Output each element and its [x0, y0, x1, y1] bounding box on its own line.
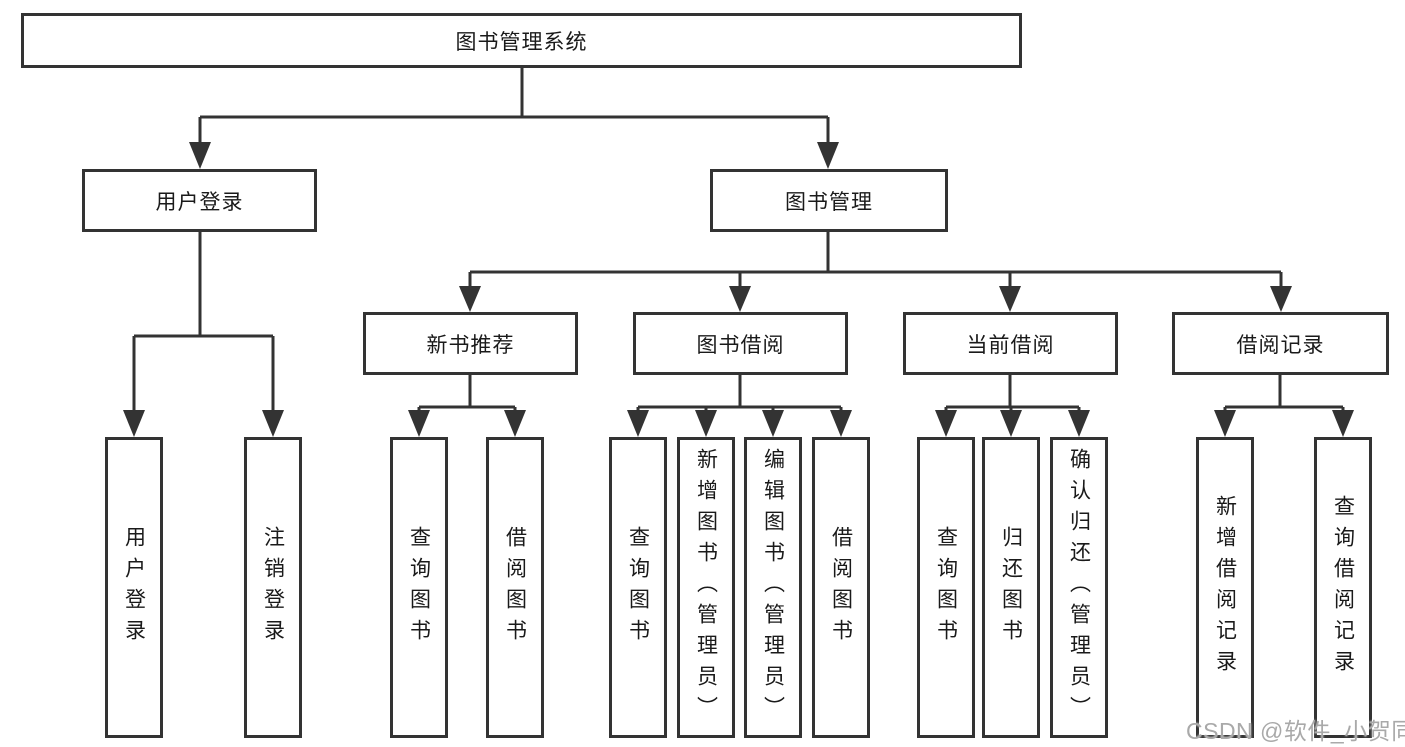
leaf-return-books: 归还图书 [982, 437, 1040, 738]
leaf-label: 查询图书 [407, 525, 431, 650]
leaf-query-borrow-record: 查询借阅记录 [1314, 437, 1372, 738]
node-user-login: 用户登录 [82, 169, 317, 232]
node-book-management: 图书管理 [710, 169, 948, 232]
node-library-management-system: 图书管理系统 [21, 13, 1022, 68]
root-label: 图书管理系统 [455, 30, 588, 54]
leaf-add-books-admin: 新增图书（管理员） [677, 437, 735, 738]
node-label: 当前借阅 [966, 333, 1055, 357]
leaf-user-login: 用户登录 [105, 437, 163, 738]
arrowhead-group [123, 142, 1354, 437]
leaf-label: 新增图书（管理员） [694, 448, 718, 727]
leaf-query-books-recommend: 查询图书 [390, 437, 448, 738]
node-new-book-recommendation: 新书推荐 [363, 312, 578, 375]
leaf-label: 借阅图书 [829, 525, 853, 650]
leaf-query-books-borrowing: 查询图书 [609, 437, 667, 738]
leaf-label: 用户登录 [122, 525, 146, 650]
node-label: 新书推荐 [426, 333, 515, 357]
node-label: 图书管理 [785, 190, 873, 214]
node-book-borrowing: 图书借阅 [633, 312, 848, 375]
leaf-edit-books-admin: 编辑图书（管理员） [744, 437, 802, 738]
leaf-label: 新增借阅记录 [1213, 494, 1237, 681]
leaf-label: 注销登录 [261, 525, 285, 650]
node-label: 图书借阅 [696, 333, 785, 357]
node-borrowing-records: 借阅记录 [1172, 312, 1389, 375]
leaf-label: 归还图书 [999, 525, 1023, 650]
leaf-label: 查询借阅记录 [1331, 494, 1355, 681]
leaf-logout: 注销登录 [244, 437, 302, 738]
leaf-label: 借阅图书 [503, 525, 527, 650]
leaf-label: 查询图书 [626, 525, 650, 650]
leaf-label: 编辑图书（管理员） [761, 448, 785, 727]
leaf-label: 查询图书 [934, 525, 958, 650]
node-label: 用户登录 [155, 190, 244, 214]
csdn-watermark: CSDN @软件_小贺同学 [1186, 718, 1405, 744]
node-label: 借阅记录 [1236, 333, 1325, 357]
node-current-borrowing: 当前借阅 [903, 312, 1118, 375]
leaf-label: 确认归还（管理员） [1067, 448, 1091, 727]
leaf-borrow-books-recommend: 借阅图书 [486, 437, 544, 738]
leaf-confirm-return-admin: 确认归还（管理员） [1050, 437, 1108, 738]
leaf-borrow-books: 借阅图书 [812, 437, 870, 738]
leaf-add-borrow-record: 新增借阅记录 [1196, 437, 1254, 738]
leaf-query-books-current: 查询图书 [917, 437, 975, 738]
